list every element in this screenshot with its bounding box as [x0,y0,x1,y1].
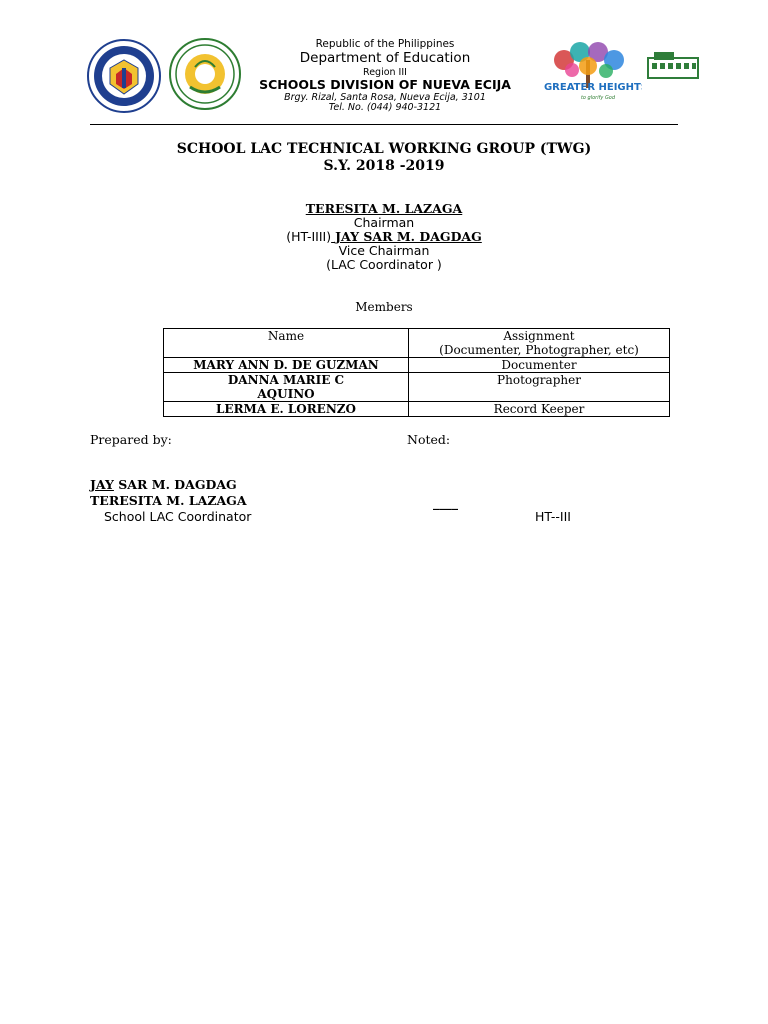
prepared-by-label: Prepared by: [90,432,172,447]
vice-prefix: (HT-IIII) [286,229,332,244]
document-title: SCHOOL LAC TECHNICAL WORKING GROUP (TWG) [176,141,592,157]
region-label: Region III [363,67,407,78]
member-name: DANNA MARIE C AQUINO [163,372,409,402]
member-assignment: Documenter [408,357,670,373]
signatory-1-role: School LAC Coordinator [104,509,252,524]
deped-seal-icon [87,39,161,113]
school-building-icon [647,52,699,79]
table-row: LERMA E. LORENZO Record Keeper [163,401,670,417]
division-seal-icon [169,38,241,110]
name-header: Name [163,328,409,358]
members-label: Members [355,300,413,314]
member-assignment: Record Keeper [408,401,670,417]
address-label: Brgy. Rizal, Santa Rosa, Nueva Ecija, 31… [284,92,486,103]
assignment-header: Assignment (Documenter, Photographer, et… [408,328,670,358]
lac-coordinator-role: (LAC Coordinator ) [326,257,442,272]
header-divider [90,124,678,125]
noted-label: Noted: [407,432,451,447]
chairman-name: TERESITA M. LAZAGA [305,201,463,216]
greater-heights-logo-icon: GREATER HEIGHTS to glorify God [544,42,642,101]
logo-text-sub: to glorify God [581,95,616,101]
table-row: DANNA MARIE C AQUINO Photographer [163,372,670,402]
signature-blank-line: ____ [433,495,458,510]
vice-chairman-role: Vice Chairman [338,243,430,258]
chairman-role: Chairman [353,215,415,230]
member-name: LERMA E. LORENZO [163,401,409,417]
members-table: Name Assignment (Documenter, Photographe… [163,328,670,417]
signatory-2-role: HT--III [535,509,571,524]
logo-text-main: GREATER HEIGHTS [544,82,642,93]
vice-name: JAY SAR M. DAGDAG [335,229,482,244]
table-header-row: Name Assignment (Documenter, Photographe… [163,328,670,358]
signatory-2-name: TERESITA M. LAZAGA [90,493,247,508]
division-label: SCHOOLS DIVISION OF NUEVA ECIJA [259,77,511,92]
member-assignment: Photographer [408,372,670,402]
vice-chairman-name: (HT-IIII) JAY SAR M. DAGDAG [90,229,678,244]
school-year: S.Y. 2018 -2019 [323,158,445,174]
signatory-1-name: JAY SAR M. DAGDAG [90,477,237,492]
member-name: MARY ANN D. DE GUZMAN [163,357,409,373]
department-label: Department of Education [299,50,471,66]
table-row: MARY ANN D. DE GUZMAN Documenter [163,357,670,373]
tel-label: Tel. No. (044) 940-3121 [328,102,442,113]
republic-label: Republic of the Philippines [315,38,455,50]
